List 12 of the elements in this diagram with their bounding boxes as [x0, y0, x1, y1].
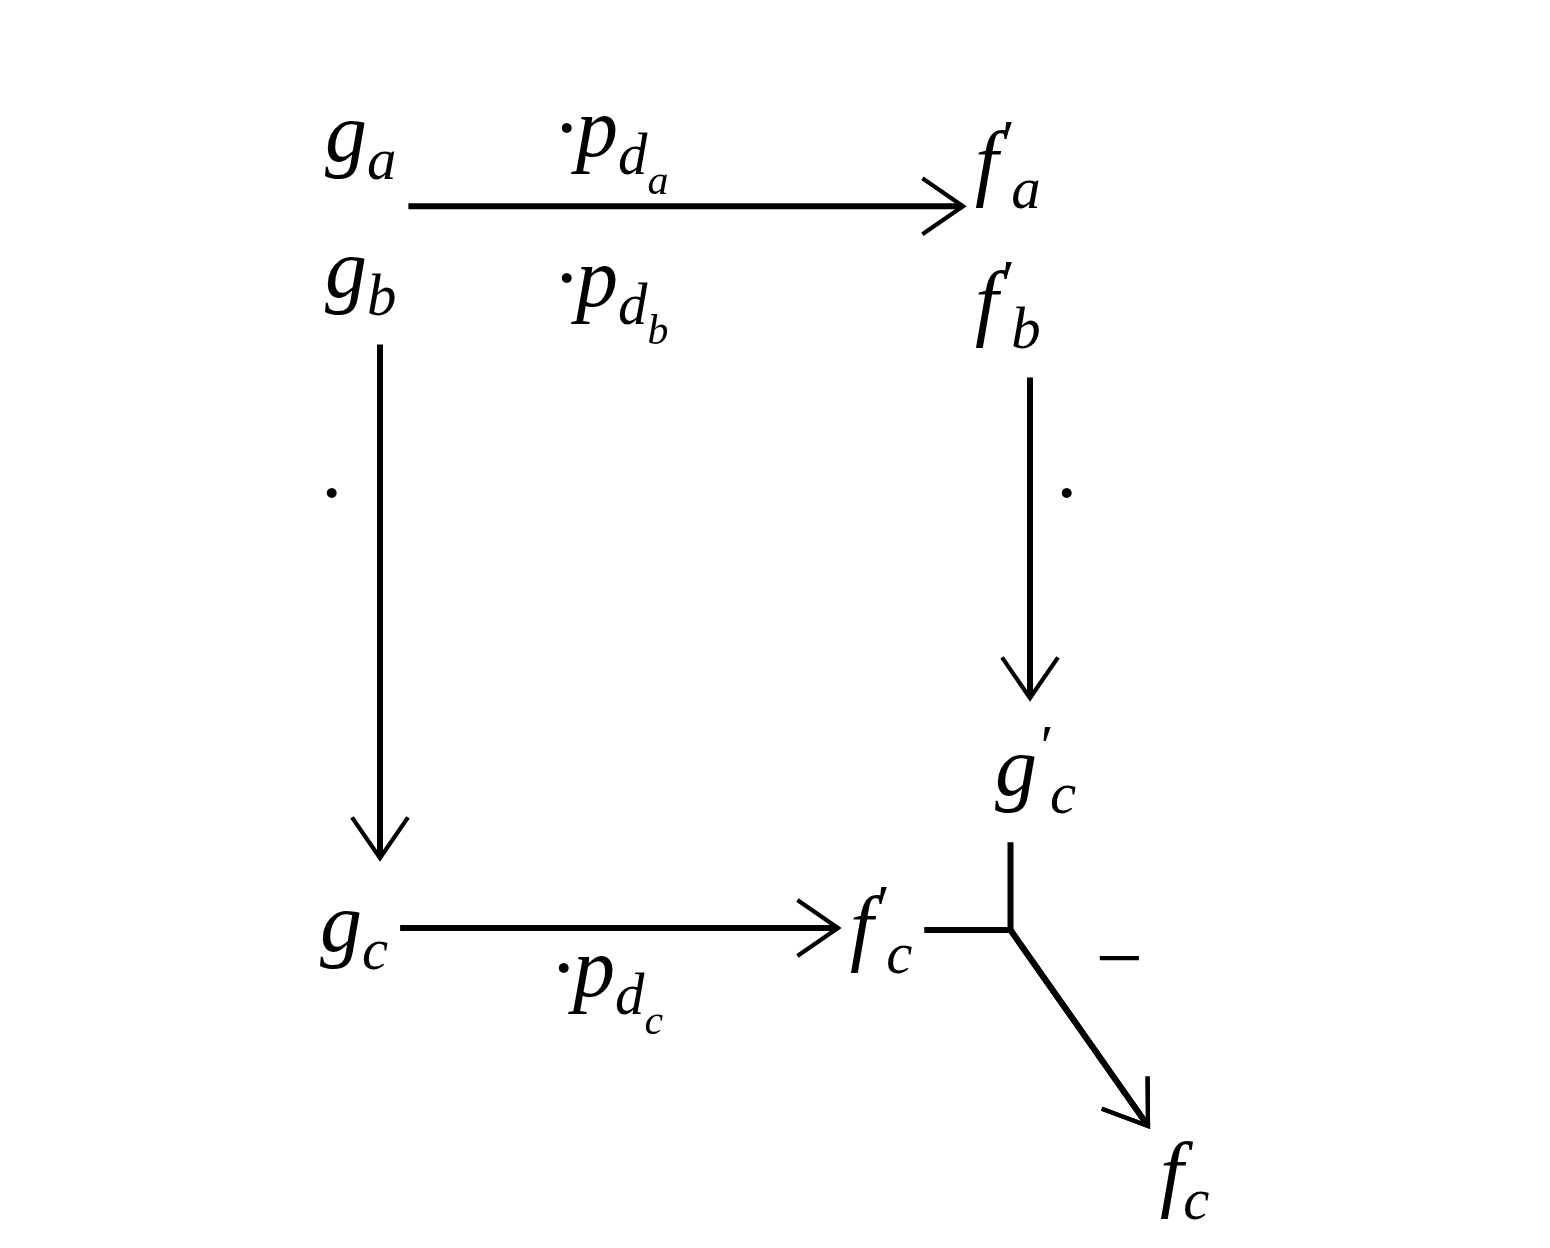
arrow: [349, 344, 411, 861]
arrow: [408, 176, 966, 237]
math-symbol: g$_{b}$: [325, 221, 397, 331]
arrow: [1007, 842, 1151, 1128]
edge-label: ·: [1055, 445, 1076, 541]
math-symbol: g$_{c}$: [320, 875, 389, 984]
arrow: [999, 377, 1061, 701]
edge-label: ·: [320, 445, 341, 541]
math-symbol: f$_{c}$: [1160, 1125, 1210, 1234]
arrow: [400, 898, 841, 959]
math-symbol: g$_{a}$: [325, 85, 397, 194]
math-label: −: [1090, 910, 1147, 1006]
